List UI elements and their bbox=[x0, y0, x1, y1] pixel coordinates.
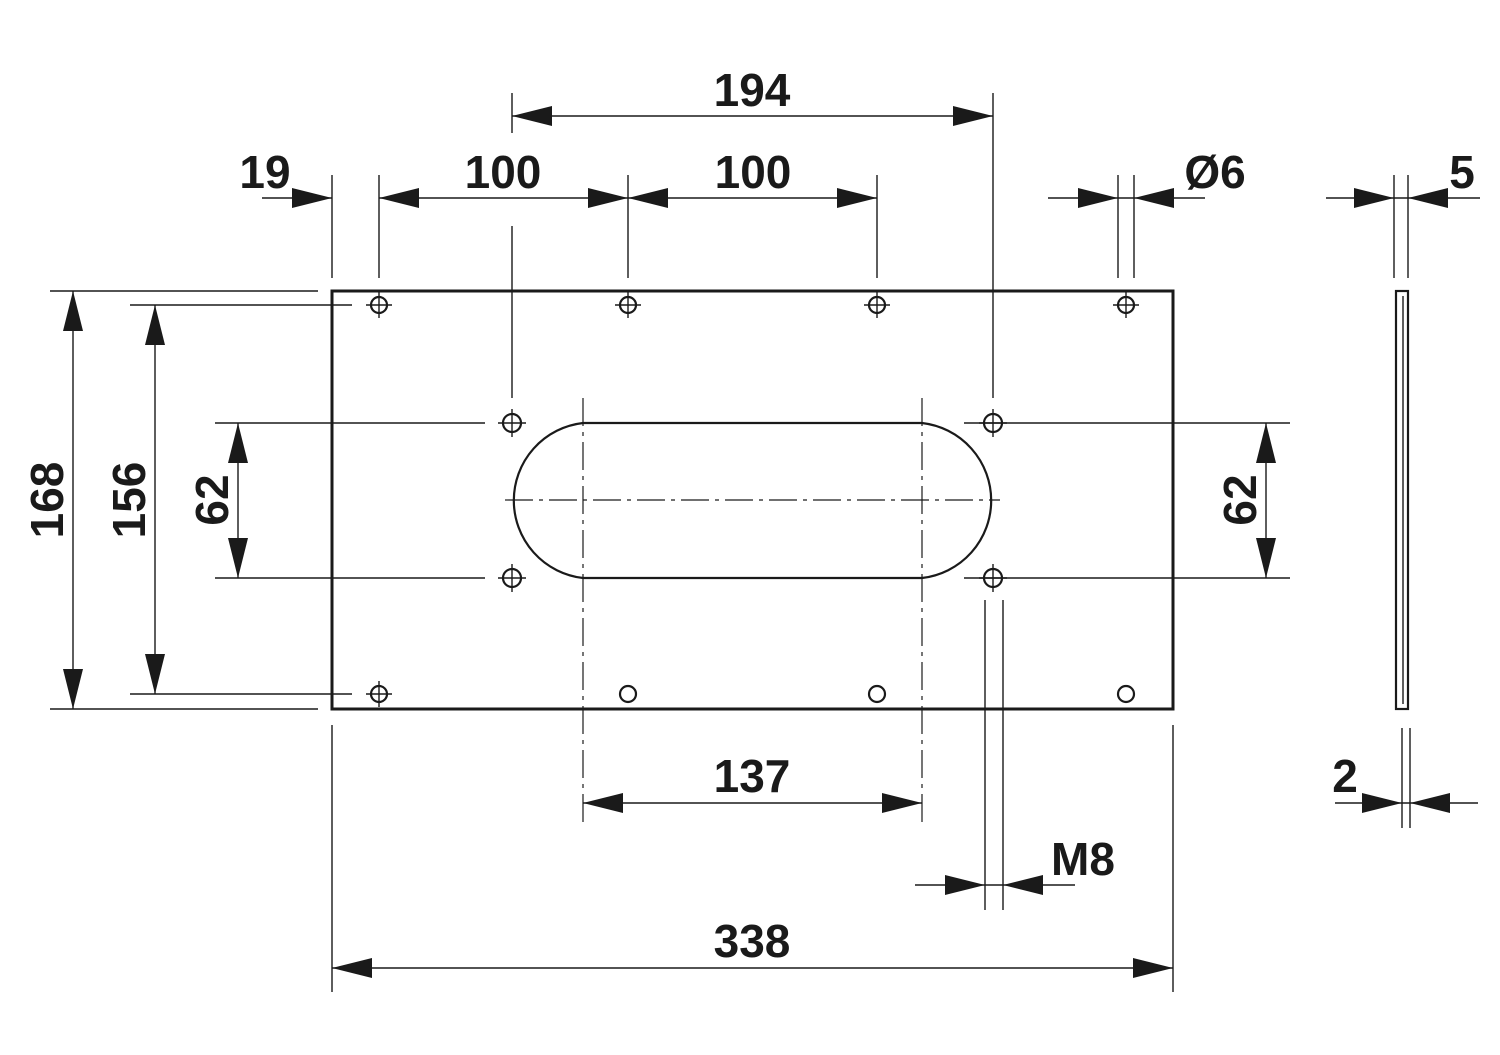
hole bbox=[1116, 684, 1136, 704]
side-view-plate bbox=[1394, 289, 1410, 711]
hole bbox=[864, 292, 890, 318]
dim-62-right bbox=[1256, 423, 1276, 578]
label-100-a: 100 bbox=[465, 146, 542, 198]
hole bbox=[618, 684, 638, 704]
dim-156 bbox=[145, 305, 165, 694]
label-m8: M8 bbox=[1051, 833, 1115, 885]
dim-thickness-5 bbox=[1326, 188, 1480, 208]
label-194: 194 bbox=[714, 64, 791, 116]
hole bbox=[1113, 292, 1139, 318]
dim-diameter bbox=[1048, 188, 1205, 208]
label-100-b: 100 bbox=[715, 146, 792, 198]
label-338: 338 bbox=[714, 915, 791, 967]
label-diameter: Ø6 bbox=[1184, 146, 1245, 198]
top-hole-row bbox=[366, 292, 1139, 318]
mounting-plate-outline bbox=[330, 289, 1175, 711]
hole bbox=[366, 292, 392, 318]
dim-m8 bbox=[915, 875, 1075, 895]
hole bbox=[498, 409, 526, 437]
hole bbox=[366, 681, 392, 707]
hole bbox=[867, 684, 887, 704]
dim-338 bbox=[332, 958, 1173, 978]
bottom-hole-row bbox=[366, 681, 1136, 707]
label-5: 5 bbox=[1449, 146, 1475, 198]
dim-thickness-2 bbox=[1335, 793, 1478, 813]
dim-137 bbox=[583, 793, 922, 813]
label-62-left: 62 bbox=[186, 474, 238, 525]
dim-168 bbox=[63, 291, 83, 709]
dim-62-left bbox=[228, 423, 248, 578]
dim-194 bbox=[512, 106, 993, 126]
hole bbox=[498, 564, 526, 592]
label-168: 168 bbox=[21, 462, 73, 539]
hole bbox=[615, 292, 641, 318]
label-156: 156 bbox=[103, 462, 155, 539]
extension-lines bbox=[50, 93, 1411, 992]
label-137: 137 bbox=[714, 750, 791, 802]
dim-100-b bbox=[628, 188, 877, 208]
label-2: 2 bbox=[1332, 750, 1358, 802]
label-62-right: 62 bbox=[1214, 474, 1266, 525]
label-19: 19 bbox=[239, 146, 290, 198]
